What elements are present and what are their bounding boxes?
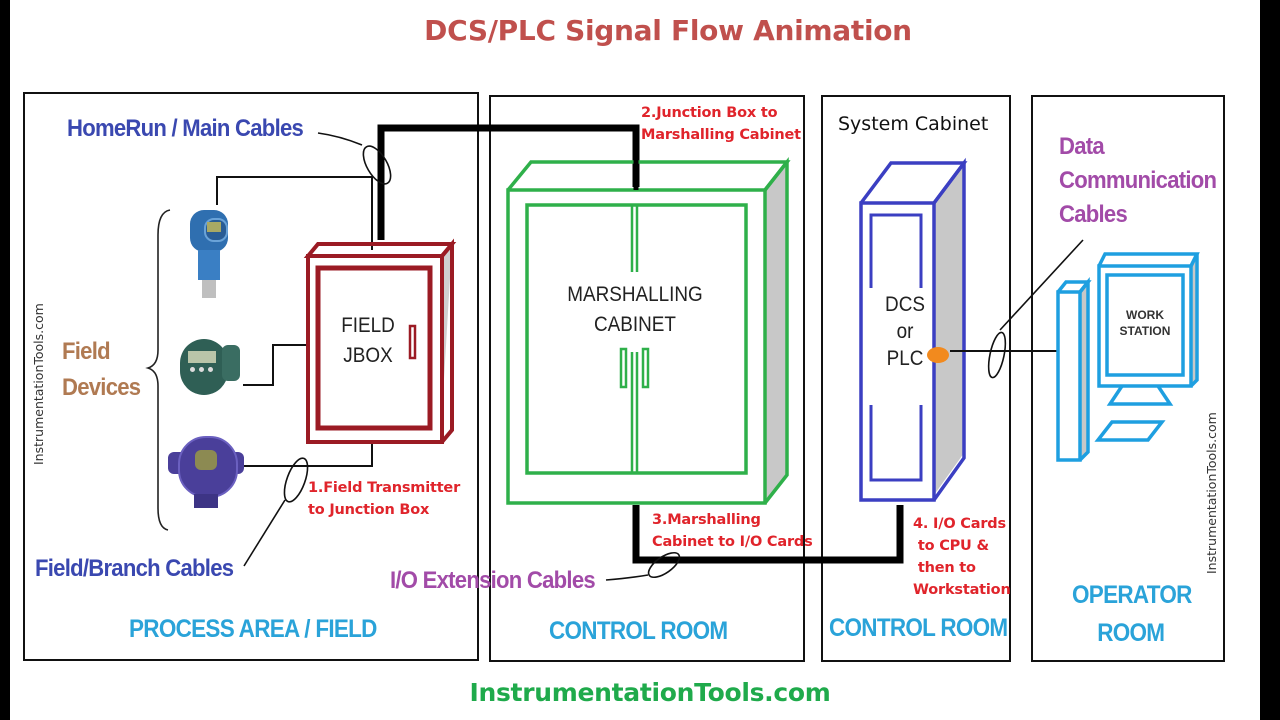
data-comm-bundle-icon: [987, 331, 1007, 379]
workstation-label: WORK STATION: [1107, 307, 1183, 339]
branch-bundle-icon: [283, 457, 309, 503]
marshalling-line-1: MARSHALLING: [567, 283, 703, 306]
system-cabinet-title: System Cabinet: [838, 113, 989, 135]
area-frame-control-room-2: [821, 95, 1011, 662]
io-ext-bundle-icon: [647, 551, 681, 579]
workstation-icon: [1056, 252, 1200, 462]
data-comm-line-1: Data: [1059, 133, 1105, 160]
dcs-line: DCS: [885, 293, 925, 316]
watermark-left: InstrumentationTools.com: [31, 303, 46, 465]
field-jbox-line-2: JBOX: [343, 344, 393, 367]
or-line: or: [896, 320, 914, 343]
step-2-label: 2.Junction Box to Marshalling Cabinet: [641, 105, 801, 143]
io-extension-cables-label: I/O Extension Cables: [390, 567, 596, 594]
field-indicator-icon: [168, 432, 244, 512]
workstation-line-2: STATION: [1119, 324, 1171, 338]
system-cabinet: [859, 157, 968, 502]
step-3-label: 3.Marshalling Cabinet to I/O Cards: [652, 512, 813, 550]
area-frame-control-room-1: [489, 95, 805, 662]
area-label-control-room-1: CONTROL ROOM: [549, 617, 728, 645]
field-devices-label: Field Devices: [62, 334, 141, 406]
field-branch-cables-label: Field/Branch Cables: [35, 555, 234, 582]
marshalling-cabinet: [506, 156, 791, 505]
homerun-cables-label: HomeRun / Main Cables: [67, 115, 304, 142]
workstation-line-1: WORK: [1126, 308, 1164, 322]
io-extension-cable: [632, 505, 904, 564]
area-label-operator-room: OPERATOR ROOM: [1072, 576, 1192, 652]
io-ext-leader: [605, 574, 649, 581]
signal-indicator-dot: [927, 347, 949, 363]
data-comm-leader: [999, 239, 1084, 331]
data-comm-cables-label: Data Communication Cables: [1059, 130, 1217, 232]
room-line: ROOM: [1097, 619, 1165, 647]
temperature-transmitter-icon: [176, 335, 242, 407]
watermark-right: InstrumentationTools.com: [1204, 412, 1219, 574]
operator-line: OPERATOR: [1072, 581, 1192, 609]
field-jbox: [303, 238, 457, 444]
marshalling-cabinet-label: MARSHALLING CABINET: [554, 280, 716, 340]
area-label-control-room-2: CONTROL ROOM: [829, 614, 1008, 642]
area-frame-process: [23, 92, 479, 661]
branch-cable-2: [243, 344, 307, 386]
area-frame-operator-room: [1031, 95, 1225, 662]
step-1-label: 1.Field Transmitter to Junction Box: [308, 480, 461, 518]
field-jbox-line-1: FIELD: [341, 314, 395, 337]
dcs-plc-label: DCS or PLC: [874, 290, 937, 374]
branch-cable-1: [216, 176, 373, 250]
data-comm-line-2: Communication: [1059, 167, 1217, 194]
field-devices-line-1: Field: [62, 338, 111, 365]
footer-site-name: InstrumentationTools.com: [469, 678, 831, 707]
field-devices-brace: [145, 209, 171, 531]
pressure-transmitter-icon: [186, 200, 234, 305]
branch-leader: [243, 499, 286, 567]
field-jbox-label: FIELD JBOX: [323, 311, 413, 371]
data-comm-line-3: Cables: [1059, 201, 1128, 228]
page-title: DCS/PLC Signal Flow Animation: [424, 14, 912, 47]
homerun-leader: [317, 132, 363, 146]
marshalling-line-2: CABINET: [594, 313, 676, 336]
step-4-label: 4. I/O Cards to CPU & then to Workstatio…: [913, 516, 1011, 598]
plc-line: PLC: [886, 347, 924, 370]
field-devices-line-2: Devices: [62, 374, 141, 401]
area-label-process: PROCESS AREA / FIELD: [129, 615, 377, 643]
homerun-bundle-icon: [362, 145, 392, 185]
